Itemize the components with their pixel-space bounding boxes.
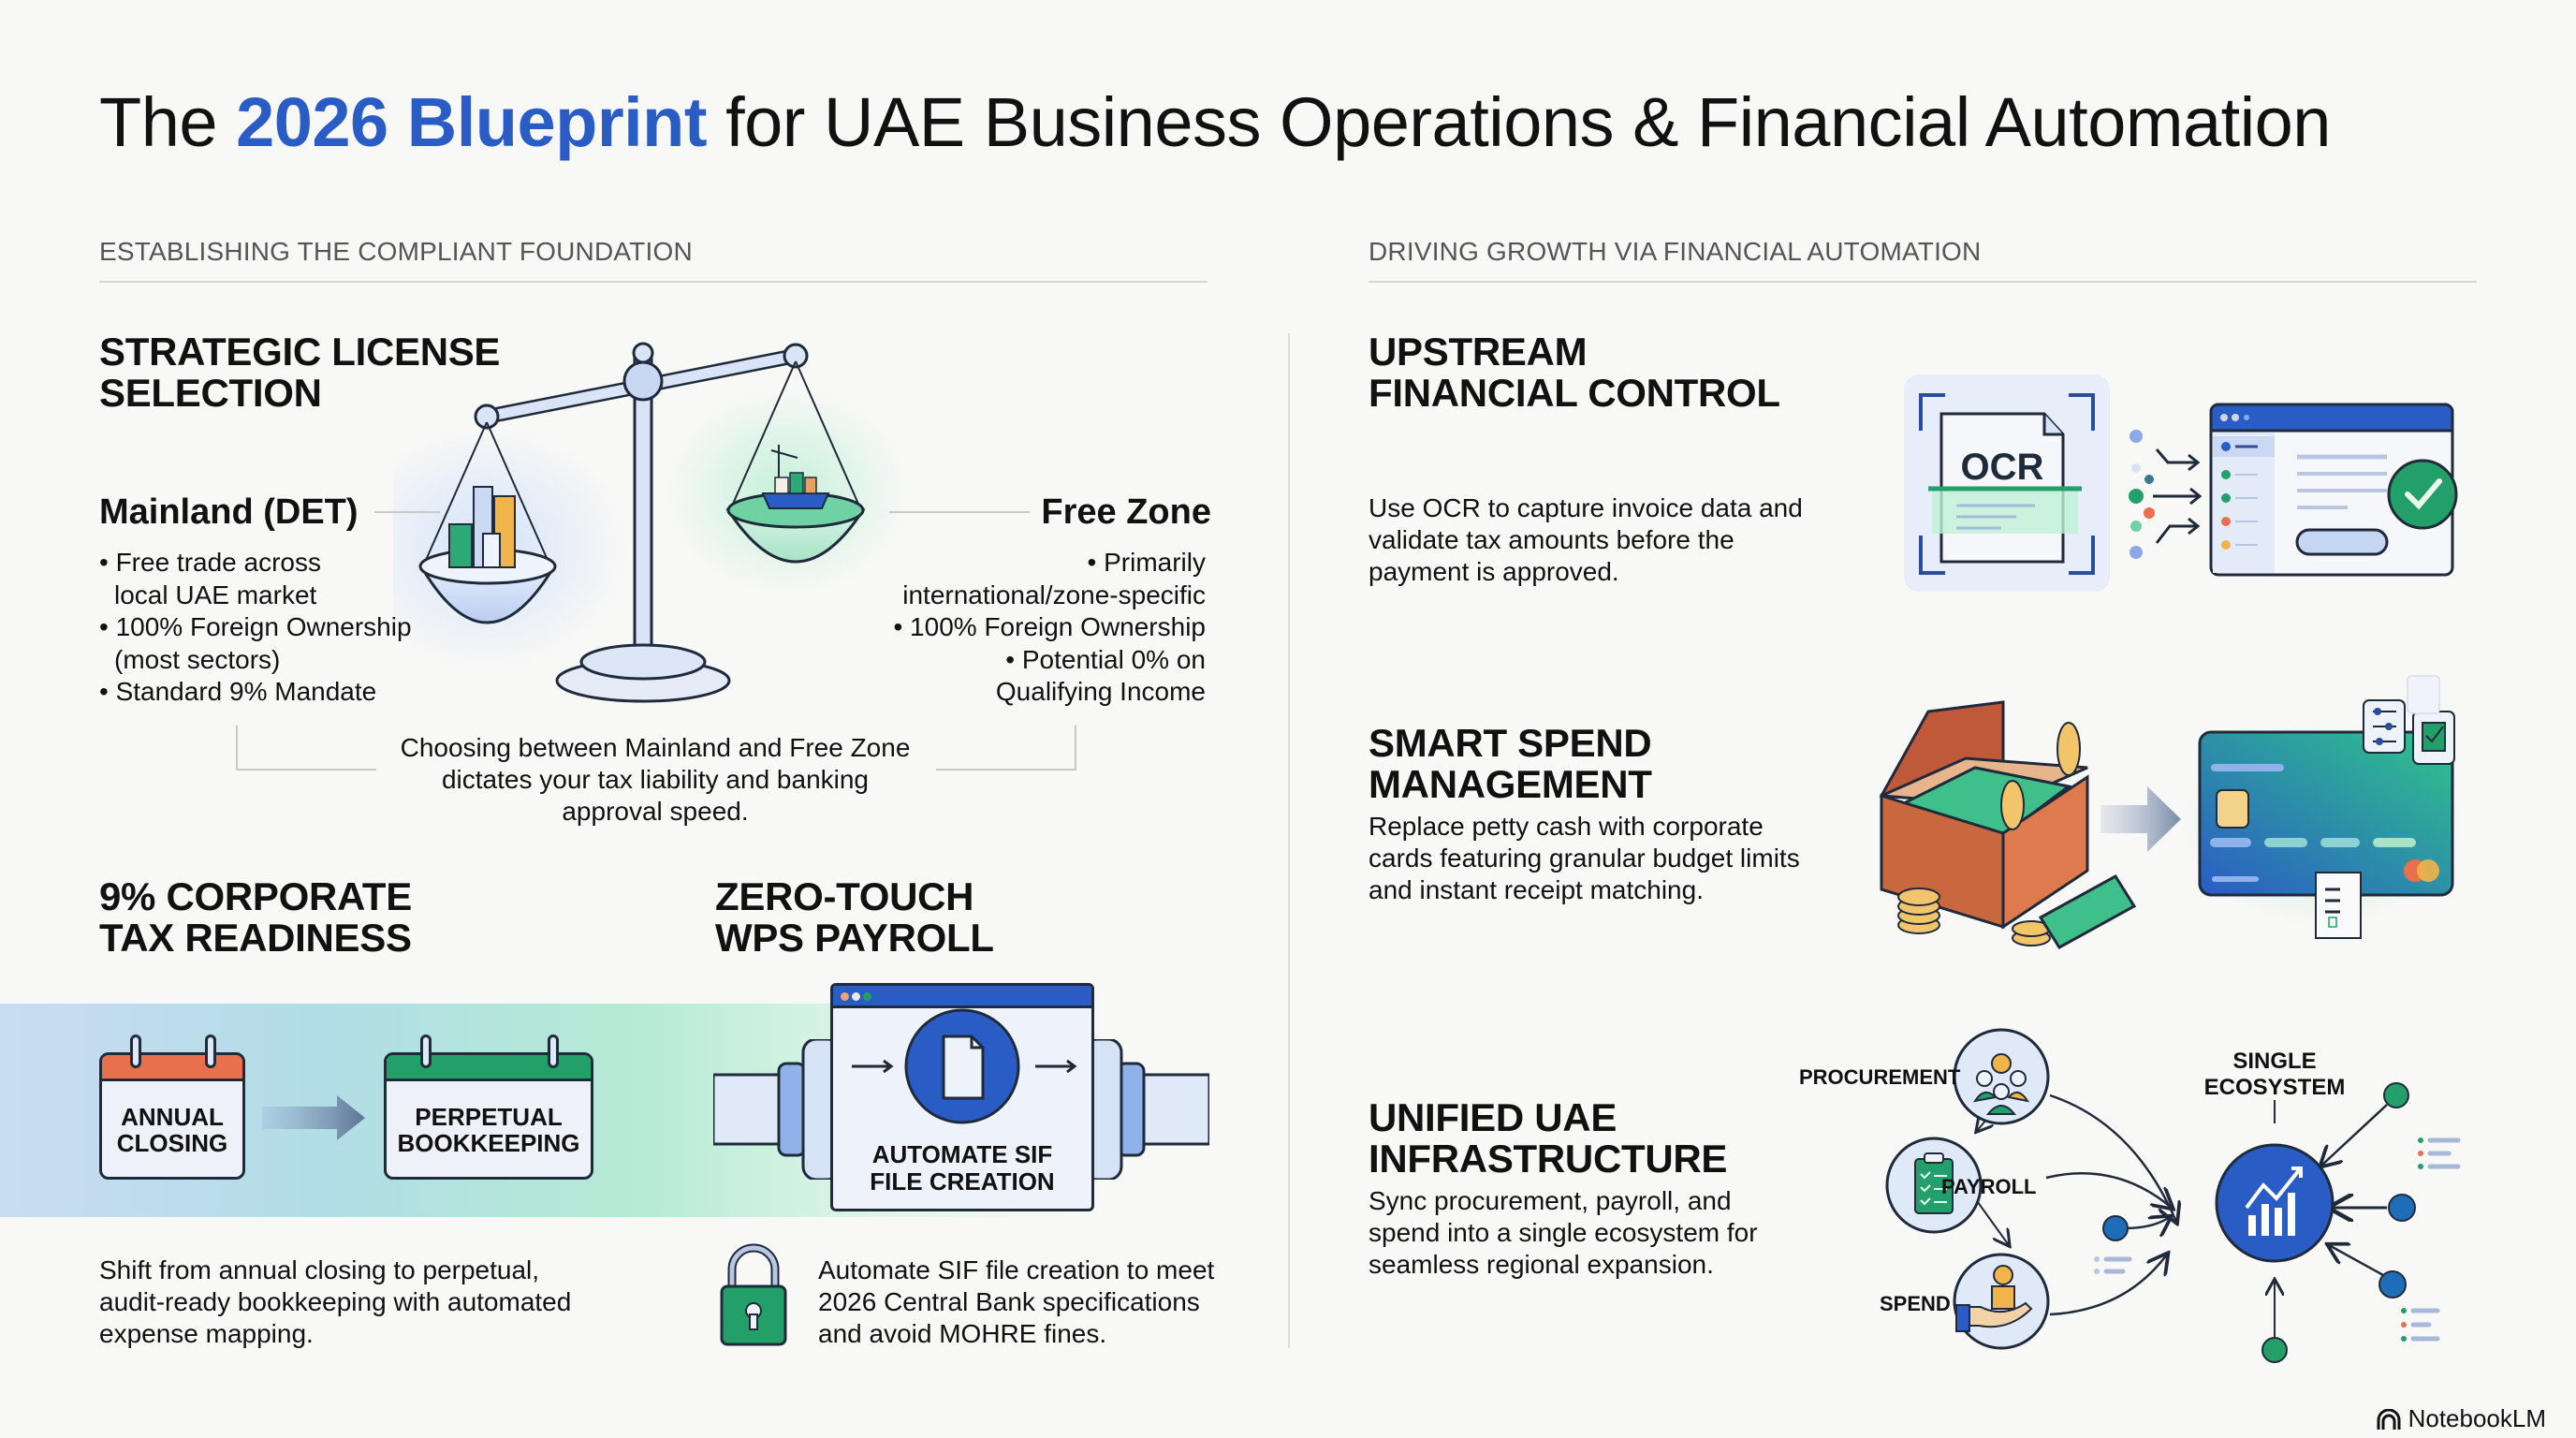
petty-cash-box-icon bbox=[1879, 700, 2137, 949]
infrastructure-description: Sync procurement, payroll, and spend int… bbox=[1368, 1186, 1758, 1279]
data-flow-arrows-icon bbox=[2129, 430, 2203, 559]
title-prefix: The bbox=[99, 83, 237, 161]
right-section-rule bbox=[1368, 281, 2477, 283]
calendar-ring bbox=[130, 1034, 141, 1068]
notebooklm-logo-icon bbox=[2377, 1408, 2401, 1430]
padlock-icon bbox=[720, 1243, 787, 1346]
left-section-rule bbox=[99, 281, 1208, 283]
left-section-label: ESTABLISHING THE COMPLIANT FOUNDATION bbox=[99, 237, 693, 266]
bracket-left-foot bbox=[236, 769, 376, 770]
svg-text:OCR: OCR bbox=[1961, 447, 2044, 488]
sif-automation-window: AUTOMATE SIF FILE CREATION bbox=[830, 983, 1094, 1211]
calendar-ring bbox=[205, 1034, 216, 1068]
mainland-bullets: • Free trade across local UAE market • 1… bbox=[99, 548, 412, 706]
free-zone-connector bbox=[889, 511, 1030, 513]
license-caption: Choosing between Mainland and Free Zone … bbox=[400, 733, 911, 826]
bracket-right bbox=[1075, 726, 1076, 770]
mainland-connector bbox=[374, 511, 440, 513]
annual-closing-card: ANNUAL CLOSING bbox=[99, 1034, 245, 1180]
column-divider bbox=[1288, 333, 1290, 1348]
document-icon bbox=[852, 1008, 1077, 1124]
calendar-ring bbox=[420, 1034, 432, 1068]
payroll-description: Automate SIF file creation to meet 2026 … bbox=[818, 1255, 1215, 1348]
mainland-title: Mainland (DET) bbox=[99, 492, 359, 532]
spend-label: SPEND bbox=[1880, 1292, 1951, 1315]
payroll-label: PAYROLL bbox=[1941, 1175, 2037, 1198]
tax-description: Shift from annual closing to perpetual, … bbox=[99, 1255, 572, 1348]
bracket-left bbox=[236, 726, 238, 770]
balance-scale-icon bbox=[393, 342, 908, 703]
calendar-ring bbox=[548, 1034, 559, 1068]
license-heading: STRATEGIC LICENSE SELECTION bbox=[99, 330, 501, 415]
window-titlebar bbox=[833, 986, 1091, 1008]
spend-heading: SMART SPEND MANAGEMENT bbox=[1368, 721, 1652, 806]
free-zone-bullets: • Primarily international/zone-specific … bbox=[893, 548, 1206, 706]
perpetual-bookkeeping-card: PERPETUAL BOOKKEEPING bbox=[384, 1034, 593, 1180]
title-suffix: for UAE Business Operations & Financial … bbox=[707, 83, 2331, 161]
calendar-header bbox=[102, 1055, 242, 1081]
calendar-header bbox=[387, 1055, 591, 1081]
tax-heading: 9% CORPORATE TAX READINESS bbox=[99, 874, 412, 960]
procurement-label: PROCUREMENT bbox=[1799, 1065, 1961, 1089]
payroll-heading: ZERO-TOUCH WPS PAYROLL bbox=[715, 874, 994, 960]
replace-arrow-icon bbox=[2100, 786, 2181, 852]
title-accent: 2026 Blueprint bbox=[236, 83, 708, 161]
right-section-label: DRIVING GROWTH VIA FINANCIAL AUTOMATION bbox=[1368, 237, 1982, 266]
ecosystem-network-diagram bbox=[1885, 1028, 2461, 1363]
single-ecosystem-label: SINGLE ECOSYSTEM bbox=[2203, 1049, 2346, 1100]
spend-description: Replace petty cash with corporate cards … bbox=[1368, 812, 1800, 904]
upstream-description: Use OCR to capture invoice data and vali… bbox=[1368, 493, 1803, 586]
bracket-right-foot bbox=[936, 769, 1076, 770]
notebooklm-brand: NotebookLM bbox=[2377, 1404, 2546, 1433]
infrastructure-heading: UNIFIED UAE INFRASTRUCTURE bbox=[1368, 1095, 1728, 1181]
validation-app-window-icon bbox=[2209, 403, 2458, 577]
page-title: The 2026 Blueprint for UAE Business Oper… bbox=[99, 82, 2496, 162]
corporate-card-icon bbox=[2198, 675, 2455, 939]
free-zone-title: Free Zone bbox=[1041, 492, 1211, 532]
ocr-document-icon: OCR bbox=[1919, 393, 2095, 575]
transition-arrow-icon bbox=[262, 1095, 365, 1140]
upstream-heading: UPSTREAM FINANCIAL CONTROL bbox=[1368, 330, 1780, 415]
